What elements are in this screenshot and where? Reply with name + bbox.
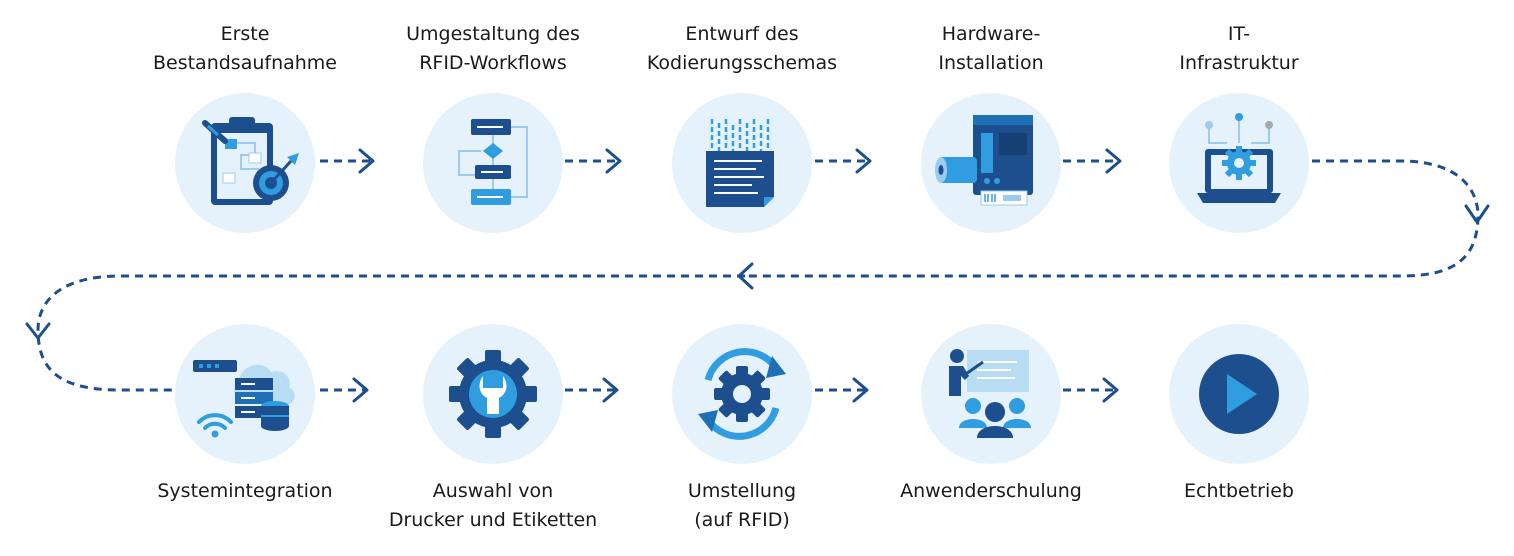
step-label-line: Erste [220, 23, 270, 45]
step-icon-circle [1169, 93, 1309, 233]
step-label-line: Umstellung [687, 480, 797, 502]
arrow-head-4 [1105, 148, 1122, 174]
arrow-head-wrap-left [25, 322, 51, 340]
flowchart-icon [458, 119, 528, 205]
printer-label-icon [935, 115, 1033, 206]
arrow-head-1 [358, 148, 375, 174]
step-label-line: Bestandsaufnahme [152, 52, 338, 74]
play-icon [1199, 354, 1279, 434]
step-label-line: Systemintegration [157, 480, 333, 502]
arrow-head-3 [855, 148, 872, 174]
arrow-head-6 [352, 377, 369, 403]
step-label: Entwurf des Kodierungsschemas [612, 20, 872, 78]
step-icon-circle [672, 93, 812, 233]
connector-5-wrap [745, 159, 1480, 278]
step-label-line: Entwurf des [685, 23, 799, 45]
step-label: Echtbetrieb [1109, 477, 1369, 506]
gear-cycle-icon [698, 348, 786, 440]
step-icon-circle [423, 324, 563, 464]
step-icon-circle [423, 93, 563, 233]
step-icon-circle [921, 93, 1061, 233]
arrow-head-wrap-right [1464, 204, 1490, 224]
step-label-line: Hardware- [941, 23, 1041, 45]
arrow-head-9 [1102, 377, 1119, 403]
step-icon-circle [175, 324, 315, 464]
step-label-line: Anwenderschulung [900, 480, 1082, 502]
step-icon-circle [921, 324, 1061, 464]
step-label: Anwenderschulung [861, 477, 1121, 506]
step-label-line: Kodierungsschemas [646, 52, 838, 74]
arrow-head-wrap-middle [737, 262, 754, 290]
arrow-head-8 [852, 377, 869, 403]
connector-wrap-6 [36, 274, 745, 392]
step-label-line: Infrastruktur [1179, 52, 1299, 74]
step-label: Erste Bestandsaufnahme [115, 20, 375, 78]
training-presenter-icon [949, 349, 1031, 438]
step-icon-circle [1169, 324, 1309, 464]
step-label-line: Installation [938, 52, 1044, 74]
step-label: Umgestaltung des RFID-Workflows [363, 20, 623, 78]
server-cloud-icon [193, 360, 295, 438]
step-icon-circle [672, 324, 812, 464]
step-label: Hardware- Installation [861, 20, 1121, 78]
step-label-line: Auswahl von [432, 480, 554, 502]
step-label-line: Drucker und Etiketten [388, 509, 598, 531]
step-label: IT- Infrastruktur [1109, 20, 1369, 78]
step-label-line: (auf RFID) [694, 509, 790, 531]
gear-wrench-icon [449, 350, 537, 438]
step-label-line: RFID-Workflows [419, 52, 567, 74]
clipboard-target-icon [202, 117, 299, 205]
arrow-head-7 [602, 377, 619, 403]
step-label: Auswahl von Drucker und Etiketten [363, 477, 623, 535]
arrow-head-2 [605, 148, 622, 174]
step-label-line: Umgestaltung des [406, 23, 580, 45]
step-label-line: Echtbetrieb [1184, 480, 1294, 502]
step-icon-circle [175, 93, 315, 233]
step-label: Umstellung (auf RFID) [612, 477, 872, 535]
step-label: Systemintegration [115, 477, 375, 506]
step-label-line: IT- [1227, 23, 1251, 45]
laptop-gear-icon [1197, 113, 1281, 203]
encoded-document-icon [706, 119, 774, 207]
